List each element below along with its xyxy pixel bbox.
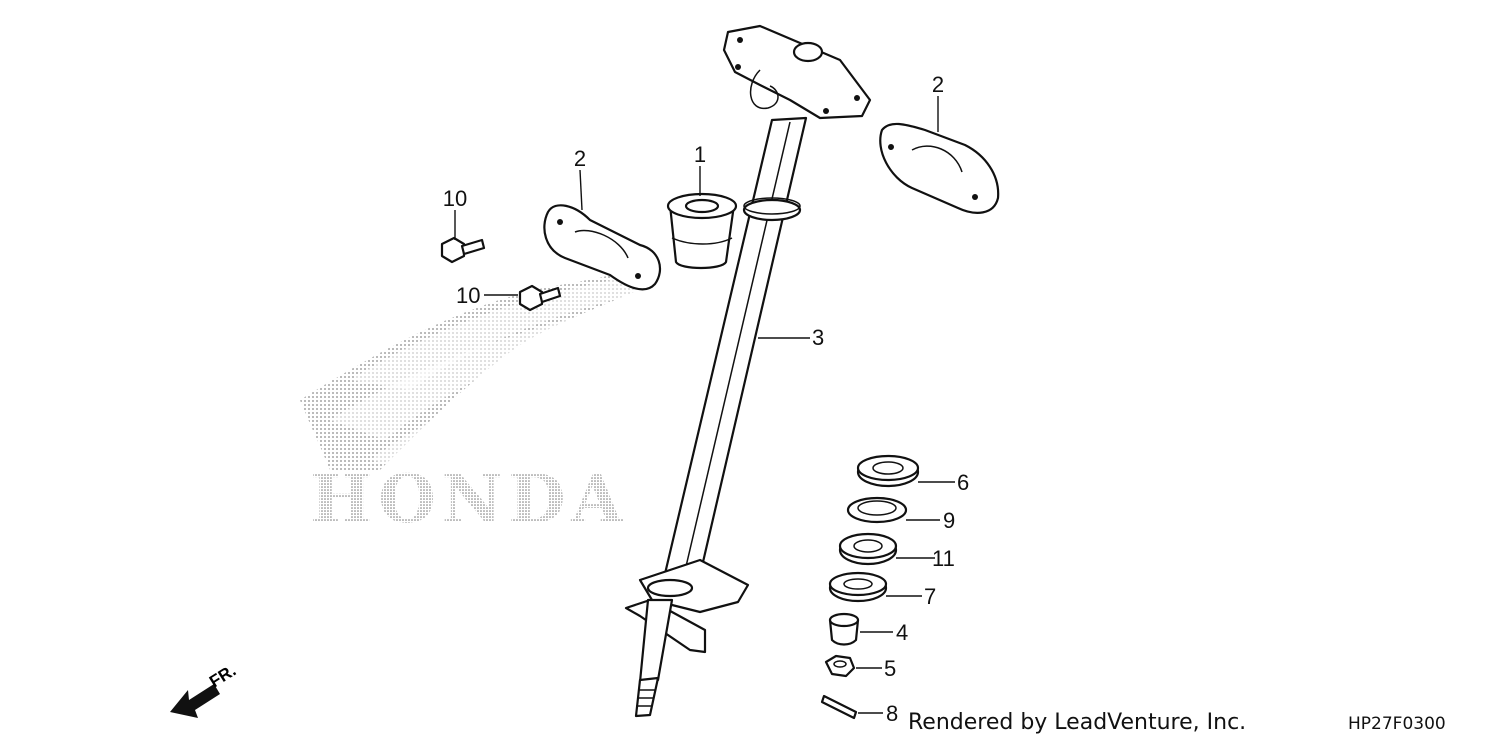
ring-part-9 [846, 496, 908, 524]
callout-5: 5 [884, 656, 896, 681]
steering-shaft [624, 24, 872, 718]
callout-2-right: 2 [932, 72, 944, 97]
svg-text:HONDA: HONDA [310, 460, 629, 538]
seal-part-7 [828, 571, 888, 603]
callout-6: 6 [957, 470, 969, 495]
shaft-holder-right [879, 122, 1000, 214]
bolt-lower [518, 284, 562, 312]
callout-8: 8 [886, 701, 898, 726]
front-direction-arrow-icon: FR. [170, 661, 239, 718]
callout-10-lower: 10 [456, 283, 480, 308]
shaft-holder-left [543, 204, 662, 291]
callout-1: 1 [694, 142, 706, 167]
seal-part-6 [856, 454, 920, 488]
bushing-part [666, 192, 738, 270]
bearing-part-11 [838, 532, 898, 566]
callout-4: 4 [896, 620, 908, 645]
render-credit: Rendered by LeadVenture, Inc. [908, 710, 1247, 735]
callout-3: 3 [812, 325, 824, 350]
diagram-code: HP27F0300 [1348, 714, 1446, 734]
cotter-pin-part-8 [820, 694, 858, 720]
bolt-upper [440, 236, 486, 264]
honda-wing-logo [300, 262, 660, 470]
callout-2-left: 2 [574, 146, 586, 171]
callout-labels: 1 2 2 3 4 5 6 7 8 9 10 10 11 [443, 72, 969, 726]
callout-9: 9 [943, 508, 955, 533]
leader-lines [454, 96, 955, 714]
callout-7: 7 [924, 584, 936, 609]
callout-10-upper: 10 [443, 186, 467, 211]
honda-wordmark-logo: HONDA [310, 460, 629, 538]
callout-11: 11 [932, 546, 955, 571]
collar-part-4 [828, 612, 860, 646]
nut-part-5 [824, 654, 856, 678]
